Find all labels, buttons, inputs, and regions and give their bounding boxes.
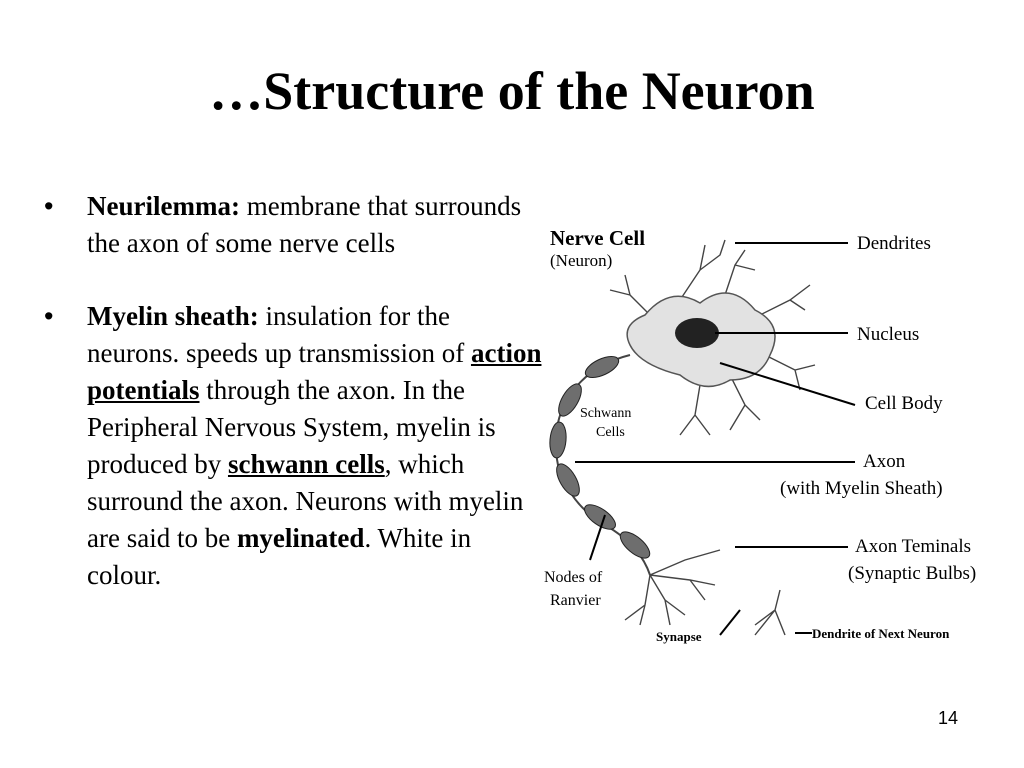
def-myelin-part-1: insulation for the neurons. speeds up tr… [87,301,471,368]
leader-lines [575,242,856,636]
def-neurilemma: membrane that surrounds the axon of some… [87,191,522,258]
label-nodes-2: Ranvier [550,592,601,609]
neuron-diagram: Nerve Cell (Neuron) [544,226,976,644]
label-schwann-1: Schwann [580,406,631,421]
def-myelin-part-2: through the axon. In the Peripheral Nerv… [87,375,496,479]
bullet-list: • Neurilemma: membrane that surrounds th… [44,188,544,630]
link-schwann-cells[interactable]: schwann cells [227,449,385,479]
myelin-sheath-segments [549,355,651,559]
link-action-potentials[interactable]: action potentials [87,338,542,405]
label-nucleus: Nucleus [857,324,919,345]
next-neuron-dendrite [754,589,786,636]
term-myelinated: myelinated [236,523,365,553]
dendrite-branches [609,239,816,436]
diagram-subtitle: (Neuron) [550,251,612,270]
label-synapse: Synapse [656,629,702,644]
label-axon-terminals-sub: (Synaptic Bulbs) [848,563,976,584]
axon-terminal-branches [624,549,721,626]
def-myelin-part-3: , which surround the axon. Neurons with … [87,449,524,553]
nucleus-shape [675,318,719,348]
label-cell-body: Cell Body [865,393,943,414]
bullet-dot: • [44,301,54,331]
slide-number: 14 [938,708,959,728]
label-axon-terminals: Axon Teminals [855,536,971,557]
bullet-myelin-sheath: • Myelin sheath: insulation for the neur… [44,298,544,594]
label-nodes-1: Nodes of [544,569,603,586]
slide-title: …Structure of the Neuron [209,61,815,121]
label-next-neuron: Dendrite of Next Neuron [812,626,950,641]
term-neurilemma: Neurilemma: [87,191,240,221]
def-myelin-part-4: . White in colour. [87,523,472,590]
label-axon: Axon [863,451,906,472]
label-dendrites: Dendrites [857,233,931,254]
label-schwann-2: Cells [596,425,625,440]
term-myelin-sheath: Myelin sheath: [87,301,259,331]
diagram-title: Nerve Cell [550,226,645,250]
bullet-dot: • [44,191,54,221]
bullet-neurilemma: • Neurilemma: membrane that surrounds th… [44,188,544,262]
label-axon-sub: (with Myelin Sheath) [780,478,943,499]
